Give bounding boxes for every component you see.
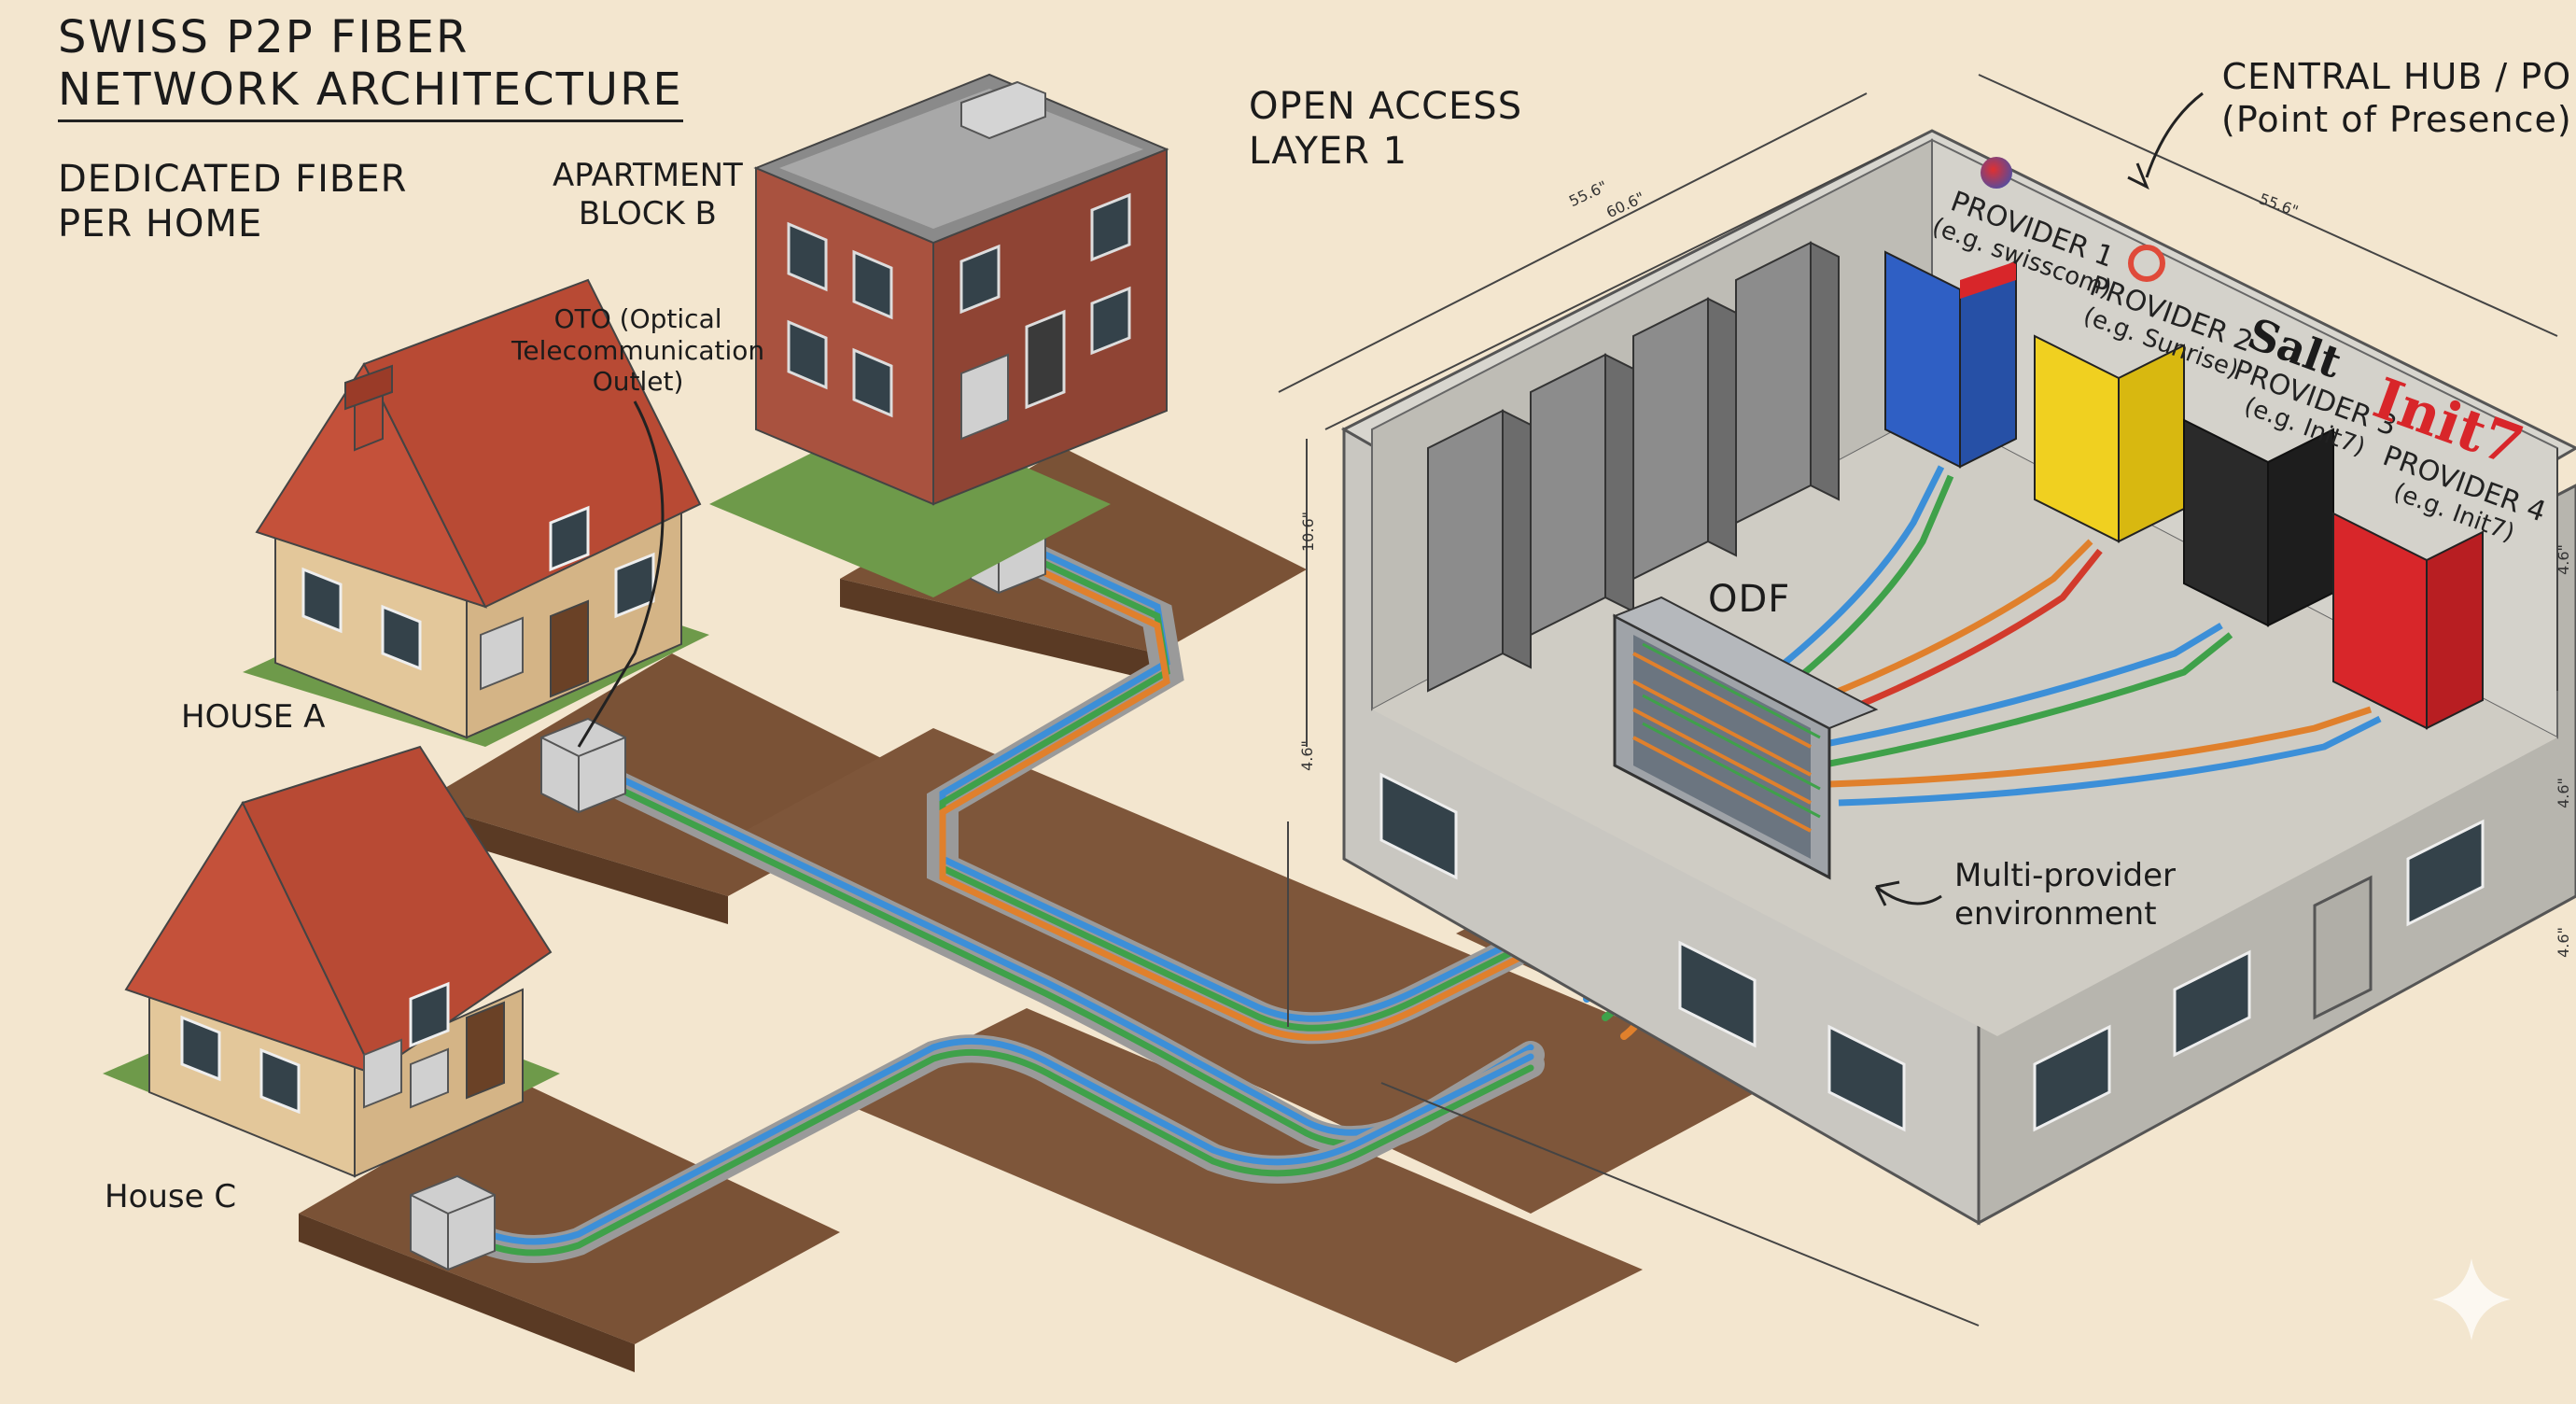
oto-boxes (410, 502, 1046, 1271)
oto-leader (577, 400, 665, 748)
apartment-meter-panel (960, 353, 1009, 441)
title-line-1: SWISS P2P FIBER (58, 11, 469, 63)
fiber-bundle-apartment (927, 535, 1547, 1045)
central-hub-label: CENTRAL HUB / PO (Point of Presence) (2221, 56, 2572, 140)
oto-label: OTO (Optical Telecommunication Outlet) (511, 303, 765, 398)
house-c (103, 745, 560, 1178)
fiber-bundle-house-c (453, 1034, 1545, 1263)
leader-lines (577, 91, 2204, 906)
oto-box-house-c (410, 1174, 496, 1271)
odf-label: ODF (1708, 578, 1791, 621)
dimension-6: 4.6" (2554, 544, 2572, 575)
provider-patch-fibers (1771, 465, 2382, 807)
dimension-lines (1278, 74, 2558, 1327)
apartment-label: APARTMENT BLOCK B (553, 157, 743, 232)
provider-rack-4 (2332, 512, 2484, 730)
house-a-door (550, 599, 589, 698)
central-hub-building (1340, 129, 2576, 1226)
trench-apartment (840, 448, 1307, 653)
chimney (344, 364, 393, 411)
trench-main (728, 728, 1773, 1214)
apartment-block-b (709, 73, 1169, 597)
multi-provider-label: Multi-provider environment (1954, 857, 2177, 933)
swisscom-logo-icon (1981, 157, 2012, 189)
sparkle-icon (2432, 1258, 2511, 1341)
hub-door (2313, 875, 2373, 1020)
house-c-door (466, 1001, 505, 1100)
title-line-2: NETWORK ARCHITECTURE (58, 63, 683, 122)
oto-box-house-a (540, 717, 626, 814)
subtitle: DEDICATED FIBER PER HOME (58, 158, 408, 246)
dimension-7: 4.6" (2554, 778, 2572, 808)
multi-provider-leader (1875, 885, 1942, 906)
open-access-label: OPEN ACCESS LAYER 1 (1249, 85, 1523, 173)
dimension-4: 10.6" (1298, 512, 1317, 552)
hub-leader (2145, 91, 2204, 178)
sunrise-logo-icon (2128, 245, 2165, 282)
provider-rack-1 (1884, 250, 2017, 469)
trench-house-c (299, 1083, 840, 1344)
provider-rack-2 (2034, 334, 2185, 543)
house-a (243, 278, 709, 747)
apartment-door (1025, 309, 1066, 410)
provider-rack-3 (2183, 418, 2334, 627)
house-a-label: HOUSE A (181, 698, 326, 736)
house-c-label: House C (105, 1178, 237, 1215)
dimension-8: 4.6" (2554, 927, 2572, 958)
server-racks-neutral (1427, 241, 1840, 693)
dimension-5: 4.6" (1297, 740, 1316, 771)
odf-frame (1612, 596, 1879, 880)
